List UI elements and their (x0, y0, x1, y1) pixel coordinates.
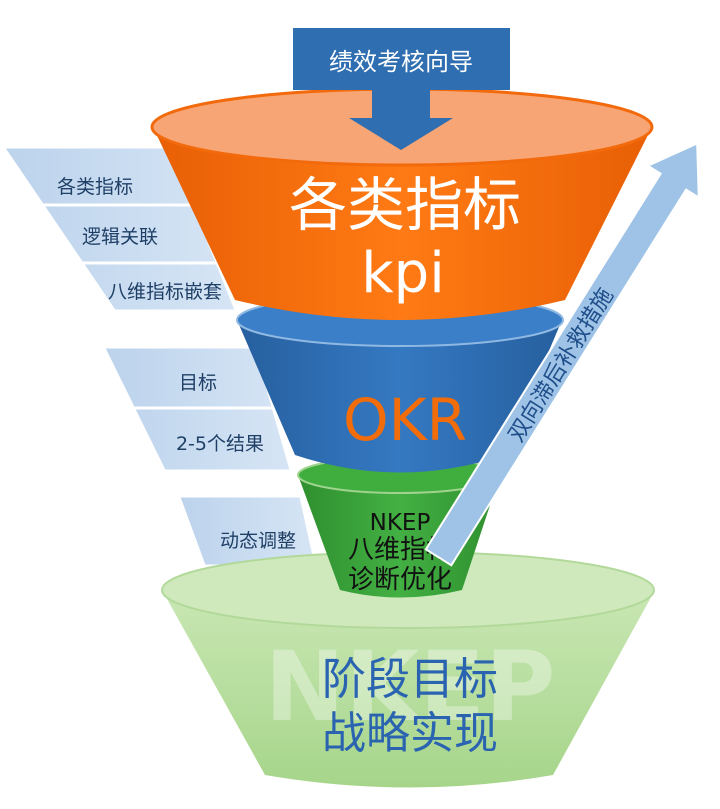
okr-text: OKR (343, 386, 467, 454)
okr-funnel-body (237, 320, 562, 473)
kpi-line-2: kpi (361, 241, 445, 306)
kpi-funnel-body (153, 127, 652, 320)
watermark-text: NKEP (265, 631, 556, 743)
side-label-item: 各类指标 (57, 176, 133, 198)
guide-label: 绩效考核向导 (329, 48, 473, 76)
double-arrow-icon (424, 141, 700, 567)
side-panel-group-3: 动态调整 (179, 496, 316, 566)
side-panel-group-2: 目标 2-5个结果 (104, 347, 291, 471)
guide-arrow: 绩效考核向导 (293, 28, 510, 150)
nkep-line-1: NKEP (370, 510, 431, 536)
side-label-item: 动态调整 (220, 530, 296, 552)
side-label-item: 八维指标嵌套 (108, 281, 222, 303)
down-arrow-icon (349, 88, 453, 150)
nkep-funnel-body (298, 475, 500, 598)
side-panel-1-shape (4, 147, 236, 311)
side-panel-group-1: 各类指标 逻辑关联 八维指标嵌套 (4, 147, 236, 311)
nkep-line-3: 诊断优化 (348, 565, 452, 595)
stage-line-1: 阶段目标 (322, 654, 498, 705)
side-label-item: 逻辑关联 (82, 226, 158, 248)
stage-line-2: 战略实现 (322, 708, 498, 759)
side-label-item: 目标 (179, 372, 217, 394)
guide-box (293, 28, 510, 90)
stage-funnel-body (162, 590, 655, 788)
kpi-funnel: 各类指标 kpi (150, 87, 654, 320)
kpi-line-1: 各类指标 (289, 171, 521, 239)
stage-funnel: NKEP 阶段目标 战略实现 (161, 551, 655, 788)
side-label-item: 2-5个结果 (176, 433, 264, 455)
